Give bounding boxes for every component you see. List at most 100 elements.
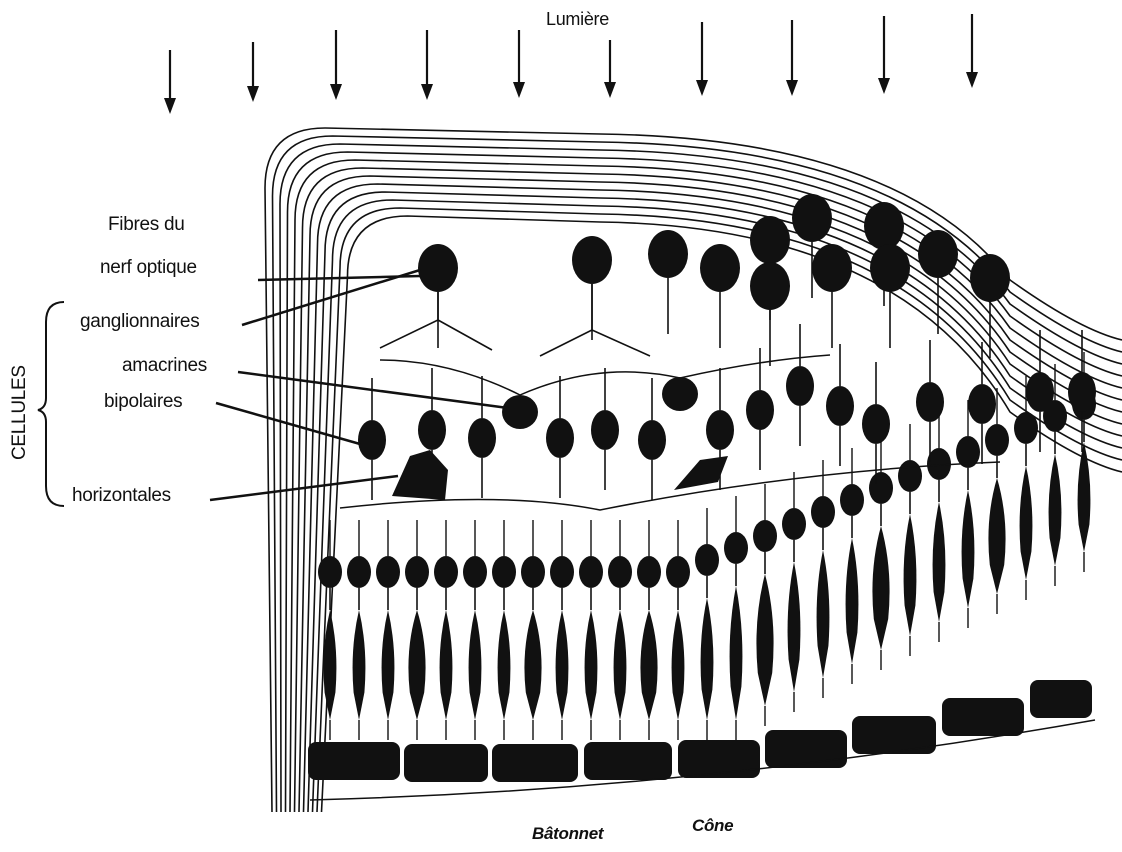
amacrine-cell-body [662,377,698,411]
ganglion-branch [540,284,650,356]
light-arrow-head [604,82,616,98]
ganglion-cell-body [750,216,790,264]
ganglion-cell-body [864,202,904,250]
cone-outer-segment [756,574,773,706]
photoreceptor-nucleus [492,556,516,588]
light-arrow-head [164,98,176,114]
label-cone: Cône [692,817,733,834]
bipolar-cell-body [468,418,496,458]
pigment-cell [404,744,488,782]
rod-outer-segment [498,610,511,720]
light-arrow-head [247,86,259,102]
rod-outer-segment [382,610,395,720]
light-arrows [164,14,978,114]
light-arrow-head [696,80,708,96]
ganglion-cell-body [812,244,852,292]
light-arrow-head [330,84,342,100]
bipolar-cell-body [968,384,996,424]
photoreceptor-nucleus [434,556,458,588]
rod-outer-segment [846,538,859,664]
ganglion-cell-body [572,236,612,284]
photoreceptor-nucleus [637,556,661,588]
bipolar-cell-body [638,420,666,460]
label-batonnet: Bâtonnet [532,825,603,842]
pointer-line [238,372,508,408]
rod-outer-segment [672,610,685,720]
label-cellules: CELLULES [10,365,29,460]
photoreceptor-nucleus [608,556,632,588]
photoreceptor-nucleus [521,556,545,588]
photoreceptor-nucleus [695,544,719,576]
rod-outer-segment [440,610,453,720]
bipolar-cell-body [862,404,890,444]
ganglion-cell-body [750,262,790,310]
bipolar-cell-body [358,420,386,460]
rod-outer-segment [817,550,830,678]
label-fibres: Fibres du [108,215,185,234]
bipolar-cell-body [591,410,619,450]
label-amacrines: amacrines [122,356,207,375]
rod-outer-segment [469,610,482,720]
bipolar-cell-body [546,418,574,458]
light-arrow-head [421,84,433,100]
cone-outer-segment [872,526,889,650]
rod-outer-segment [353,610,366,720]
rod-outer-segment [933,502,946,622]
photoreceptor-nucleus [405,556,429,588]
pigment-cell [942,698,1024,736]
pigment-cell [308,742,400,780]
photoreceptor-nucleus [753,520,777,552]
rod-outer-segment [1020,466,1033,580]
photoreceptor-nucleus [840,484,864,516]
photoreceptor-nucleus [782,508,806,540]
photoreceptor-nucleus [724,532,748,564]
bipolar-cell-body [418,410,446,450]
pigment-cell [678,740,760,778]
cone-outer-segment [988,478,1005,594]
light-arrow-head [878,78,890,94]
bipolar-cell-body [826,386,854,426]
ganglion-cell-body [648,230,688,278]
label-horizontales: horizontales [72,486,171,505]
photoreceptor-nucleus [347,556,371,588]
pointer-line [210,476,398,500]
bipolar-cells [358,324,1096,500]
photoreceptor-nucleus [550,556,574,588]
photoreceptor-nucleus [1014,412,1038,444]
rod-outer-segment [585,610,598,720]
light-arrow-head [513,82,525,98]
light-arrow-head [786,80,798,96]
cone-outer-segment [640,610,657,720]
bipolar-cell-body [1026,372,1054,412]
label-lumiere: Lumière [546,10,609,28]
rod-outer-segment [788,562,801,692]
pigment-epithelium [308,680,1095,800]
rod-outer-segment [730,586,743,720]
rod-outer-segment [962,490,975,608]
pigment-cell [765,730,847,768]
photoreceptor-nucleus [869,472,893,504]
photoreceptor-nucleus [318,556,342,588]
amacrine-cell-body [502,395,538,429]
ganglion-cell-body [870,244,910,292]
rod-outer-segment [1049,454,1062,566]
ganglion-cell-body [792,194,832,242]
rod-outer-segment [904,514,917,636]
photoreceptor-nucleus [985,424,1009,456]
bipolar-cell-body [706,410,734,450]
pointer-line [216,403,360,444]
rod-outer-segment [556,610,569,720]
pigment-cell [584,742,672,780]
bipolar-cell-body [916,382,944,422]
cone-outer-segment [524,610,541,720]
rod-outer-segment [614,610,627,720]
label-nerf-optique: nerf optique [100,258,197,277]
light-arrow-head [966,72,978,88]
ganglion-cell-body [970,254,1010,302]
photoreceptor-nucleus [666,556,690,588]
horizontal-cell-body [392,450,448,500]
cellules-bracket [38,302,64,506]
ganglion-branch [380,292,492,350]
label-bipolaires: bipolaires [104,392,182,411]
